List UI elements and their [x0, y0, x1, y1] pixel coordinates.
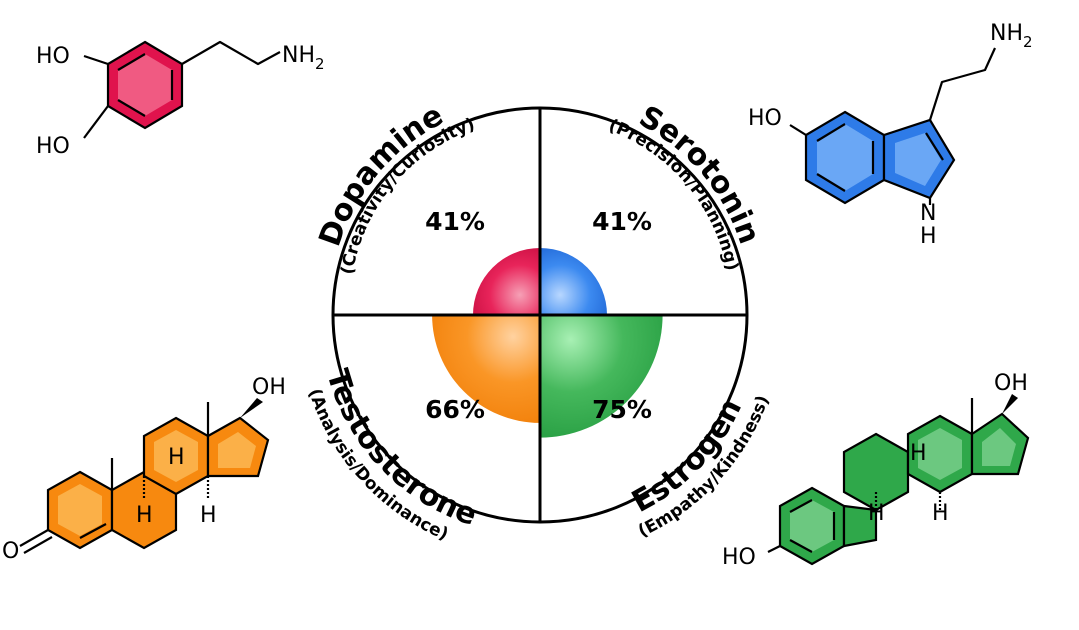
estrogen-oh: OH [994, 371, 1028, 396]
serotonin-ring-highlight [895, 133, 941, 186]
serotonin-sidechain [928, 47, 997, 121]
estrogen-ring-highlight [790, 500, 834, 552]
testosterone-h: H [168, 445, 185, 470]
testosterone-ring-highlight [218, 432, 256, 468]
estrogen-ring-b [842, 432, 910, 512]
serotonin-nh: NH2 [990, 21, 1033, 51]
estrogen-bond [767, 545, 781, 553]
dopamine-bond [117, 99, 146, 117]
testosterone-bond [23, 536, 53, 554]
estrogen-h: H [932, 501, 949, 526]
serotonin-h: H [920, 224, 937, 249]
serotonin-bond [789, 124, 807, 136]
estrogen-ho: HO [722, 545, 756, 570]
estrogen-wedge-bond [1002, 394, 1018, 414]
testosterone-h: H [200, 503, 217, 528]
serotonin-bond [816, 173, 846, 192]
dopamine-percent: 41% [425, 207, 485, 236]
testosterone-wedge-bond [240, 398, 263, 418]
dopamine-molecule: HO HO NH2 [36, 40, 325, 159]
dopamine-ho-bottom: HO [36, 134, 70, 159]
serotonin-percent: 41% [592, 207, 652, 236]
serotonin-n: N [920, 201, 936, 226]
dopamine-wedge [473, 248, 540, 315]
estrogen-wedge [540, 315, 663, 438]
serotonin-wedge [540, 248, 607, 315]
dopamine-nh: NH2 [282, 43, 325, 73]
testosterone-molecule: OH O H H H [2, 375, 286, 564]
dopamine-sidechain [181, 40, 281, 66]
testosterone-percent: 66% [425, 395, 485, 424]
estrogen-h: H [868, 501, 885, 526]
testosterone-bond [79, 523, 107, 539]
estrogen-bond [789, 499, 813, 513]
estrogen-ring-highlight [918, 428, 962, 480]
dopamine-ho-top: HO [36, 44, 70, 69]
testosterone-ring-highlight [58, 484, 102, 536]
testosterone-bond [19, 529, 49, 547]
serotonin-bond [925, 132, 944, 161]
testosterone-wedge [432, 315, 540, 423]
dopamine-bond [83, 105, 109, 139]
dopamine-ring-highlight [118, 54, 172, 116]
estrogen-ring-highlight [982, 428, 1016, 466]
estrogen-percent: 75% [592, 395, 652, 424]
dopamine-bond [83, 54, 109, 66]
serotonin-molecule: NH2 HO N H [748, 21, 1033, 249]
testosterone-oh: OH [252, 375, 286, 400]
serotonin-ho: HO [748, 106, 782, 131]
quadrant-wedges [432, 248, 663, 438]
dopamine-bond [117, 53, 146, 71]
testosterone-ring-highlight [154, 430, 198, 482]
testosterone-h: H [136, 503, 153, 528]
testosterone-o: O [2, 539, 19, 564]
estrogen-h: H [910, 441, 927, 466]
serotonin-title: Serotonin [633, 99, 766, 248]
serotonin-bond [816, 123, 846, 142]
estrogen-b-extension [842, 504, 878, 548]
estrogen-molecule: OH HO H H H [722, 371, 1030, 570]
serotonin-ring-highlight [817, 124, 873, 191]
estrogen-bond [789, 539, 813, 553]
